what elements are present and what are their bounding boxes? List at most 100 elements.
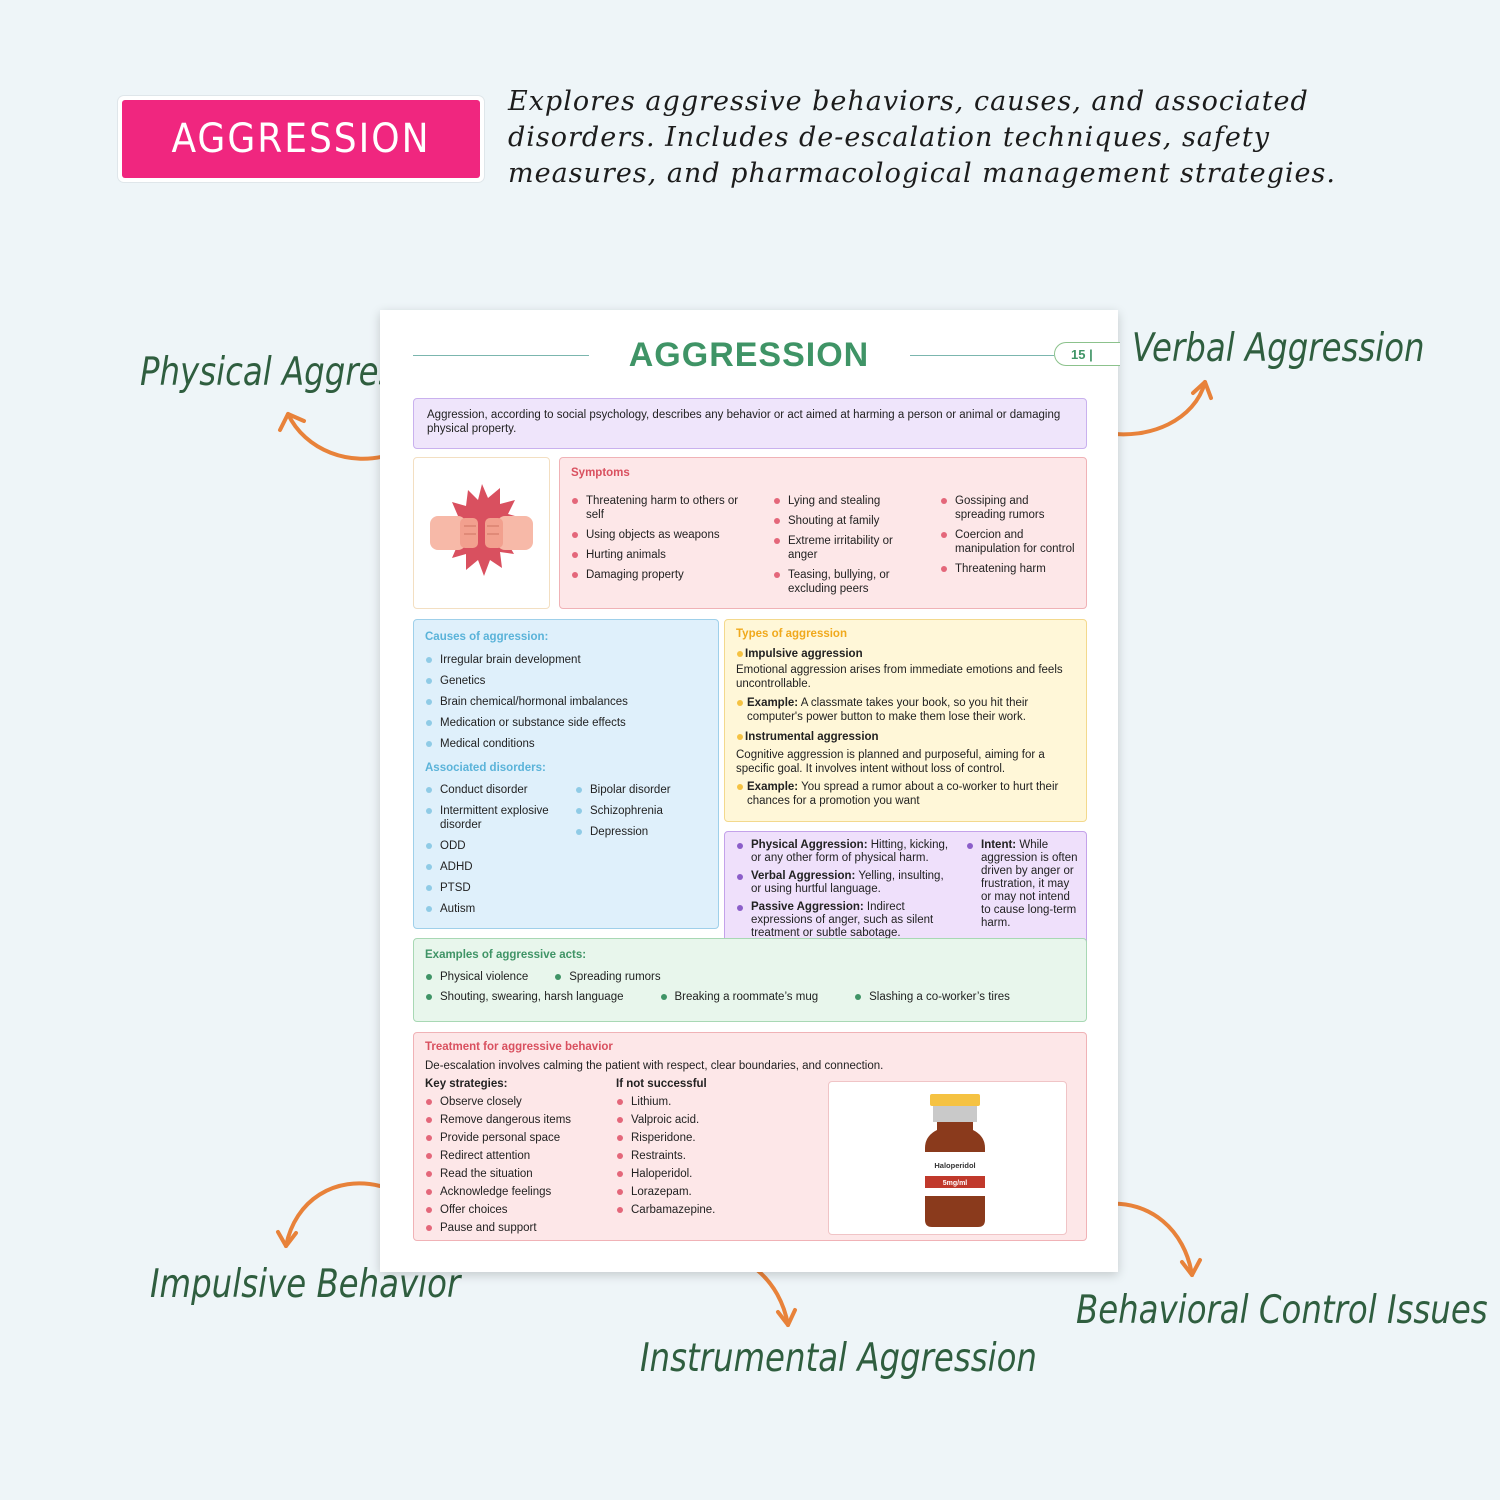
fallback-heading: If not successful	[616, 1078, 707, 1090]
arrow-behavioral-head	[1180, 1258, 1202, 1277]
label-instrumental-aggression: Instrumental Aggression	[640, 1335, 1037, 1382]
treatment-intro: De-escalation involves calming the patie…	[425, 1060, 884, 1072]
list-item: Schizophrenia	[575, 804, 705, 818]
treatment-box: Treatment for aggressive behavior De-esc…	[413, 1032, 1087, 1241]
impulsive-desc: Emotional aggression arises from immedia…	[736, 664, 1063, 690]
list-item: Lorazepam.	[616, 1185, 796, 1199]
label-behavioral-control: Behavioral Control Issues	[1076, 1287, 1488, 1334]
instrumental-title: Instrumental aggression	[736, 730, 1075, 744]
list-item: Redirect attention	[425, 1149, 605, 1163]
fist-icon	[430, 484, 533, 576]
title-rule-left	[413, 355, 589, 356]
list-item: Physical Aggression: Hitting, kicking, o…	[736, 839, 951, 865]
list-item: Lying and stealing	[773, 494, 913, 508]
list-item: Extreme irritability or anger	[773, 534, 913, 562]
page-number: 15 |	[1054, 342, 1120, 366]
strategies-list: Observe closely Remove dangerous items P…	[425, 1095, 605, 1235]
types-heading: Types of aggression	[736, 628, 847, 640]
vial-dose: 5mg/ml	[943, 1180, 968, 1187]
list-item: Medication or substance side effects	[425, 716, 707, 730]
strategies-heading: Key strategies:	[425, 1078, 508, 1090]
impulsive-example: Example: A classmate takes your book, so…	[736, 696, 1075, 724]
list-item: Read the situation	[425, 1167, 605, 1181]
vial-icon: Haloperidol 5mg/ml	[925, 1094, 985, 1227]
symptoms-box: Symptoms Threatening harm to others or s…	[559, 457, 1087, 609]
instrumental-desc: Cognitive aggression is planned and purp…	[736, 749, 1045, 775]
examples-box: Examples of aggressive acts: Physical vi…	[413, 938, 1087, 1022]
arrow-behavioral	[1104, 1201, 1194, 1277]
fallback-list: Lithium. Valproic acid. Risperidone. Res…	[616, 1095, 796, 1217]
symptoms-col-1: Threatening harm to others or self Using…	[571, 494, 746, 588]
list-item: Valproic acid.	[616, 1113, 796, 1127]
list-item: Breaking a roommate’s mug	[660, 990, 818, 1004]
list-item: Hurting animals	[571, 548, 746, 562]
title-rule-right	[910, 355, 1054, 356]
list-item: Autism	[425, 902, 565, 916]
list-item: Acknowledge feelings	[425, 1185, 605, 1199]
strategies-column: Key strategies: Observe closely Remove d…	[425, 1077, 605, 1239]
page-title: AGGRESSION	[628, 336, 870, 374]
types-list: Impulsive aggression	[736, 647, 1075, 661]
list-item: Depression	[575, 825, 705, 839]
list-item: Threatening harm	[940, 562, 1075, 576]
label-verbal-aggression: Verbal Aggression	[1132, 325, 1425, 372]
disorders-col-1: Conduct disorder Intermittent explosive …	[425, 783, 565, 923]
list-item: Offer choices	[425, 1203, 605, 1217]
list-item: Pause and support	[425, 1221, 605, 1235]
list-item: Gossiping and spreading rumors	[940, 494, 1075, 522]
symptoms-col-2: Lying and stealing Shouting at family Ex…	[773, 494, 913, 602]
arrow-impulsive-head	[276, 1230, 298, 1248]
arrow-impulsive	[284, 1181, 382, 1248]
list-item: Verbal Aggression: Yelling, insulting, o…	[736, 870, 951, 896]
causes-list: Irregular brain development Genetics Bra…	[425, 653, 707, 751]
medication-vial-illustration: Haloperidol 5mg/ml	[828, 1081, 1067, 1235]
list-item: Genetics	[425, 674, 707, 688]
list-item: Coercion and manipulation for control	[940, 528, 1075, 556]
list-item: Threatening harm to others or self	[571, 494, 746, 522]
types-box: Types of aggression Impulsive aggression…	[724, 619, 1087, 822]
list-item: Slashing a co-worker’s tires	[854, 990, 1010, 1004]
impulsive-title: Impulsive aggression	[736, 647, 1075, 661]
list-item: Shouting at family	[773, 514, 913, 528]
vial-label: Haloperidol	[934, 1161, 975, 1170]
intent-list: Intent: While aggression is often driven…	[966, 839, 1078, 936]
list-item: Haloperidol.	[616, 1167, 796, 1181]
fallback-column: If not successful Lithium. Valproic acid…	[616, 1077, 796, 1221]
arrow-physical	[286, 412, 394, 461]
causes-box: Causes of aggression: Irregular brain de…	[413, 619, 719, 929]
fist-bump-illustration	[413, 457, 550, 609]
list-item: Damaging property	[571, 568, 746, 582]
list-item: PTSD	[425, 881, 565, 895]
list-item: Passive Aggression: Indirect expressions…	[736, 901, 951, 940]
examples-row-1: Physical violence Spreading rumors	[425, 970, 1075, 984]
list-item: Conduct disorder	[425, 783, 565, 797]
list-item: ADHD	[425, 860, 565, 874]
list-item: Carbamazepine.	[616, 1203, 796, 1217]
list-item: Shouting, swearing, harsh language	[425, 990, 624, 1004]
list-item: Brain chemical/hormonal imbalances	[425, 695, 707, 709]
treatment-heading: Treatment for aggressive behavior	[425, 1041, 613, 1053]
arrow-instrumental-head	[776, 1308, 797, 1327]
causes-heading: Causes of aggression:	[425, 631, 549, 643]
disorders-col-2: Bipolar disorder Schizophrenia Depressio…	[575, 783, 705, 846]
disorders-heading: Associated disorders:	[425, 762, 546, 774]
list-item: Bipolar disorder	[575, 783, 705, 797]
list-item: Teasing, bullying, or excluding peers	[773, 568, 913, 596]
list-item: Risperidone.	[616, 1131, 796, 1145]
forms-list: Physical Aggression: Hitting, kicking, o…	[736, 839, 951, 946]
examples-heading: Examples of aggressive acts:	[425, 949, 587, 961]
list-item: Irregular brain development	[425, 653, 707, 667]
topic-tag: AGGRESSION	[118, 96, 484, 182]
list-item: Intermittent explosive disorder	[425, 804, 565, 832]
list-item: Spreading rumors	[554, 970, 661, 984]
arrow-verbal-head	[1191, 380, 1213, 400]
list-item: Provide personal space	[425, 1131, 605, 1145]
list-item: Medical conditions	[425, 737, 707, 751]
list-item: Using objects as weapons	[571, 528, 746, 542]
list-item: Restraints.	[616, 1149, 796, 1163]
list-item: ODD	[425, 839, 565, 853]
instrumental-example: Example: You spread a rumor about a co-w…	[736, 780, 1075, 808]
arrow-verbal	[1104, 380, 1207, 437]
list-item: Remove dangerous items	[425, 1113, 605, 1127]
symptoms-col-3: Gossiping and spreading rumors Coercion …	[940, 494, 1075, 582]
